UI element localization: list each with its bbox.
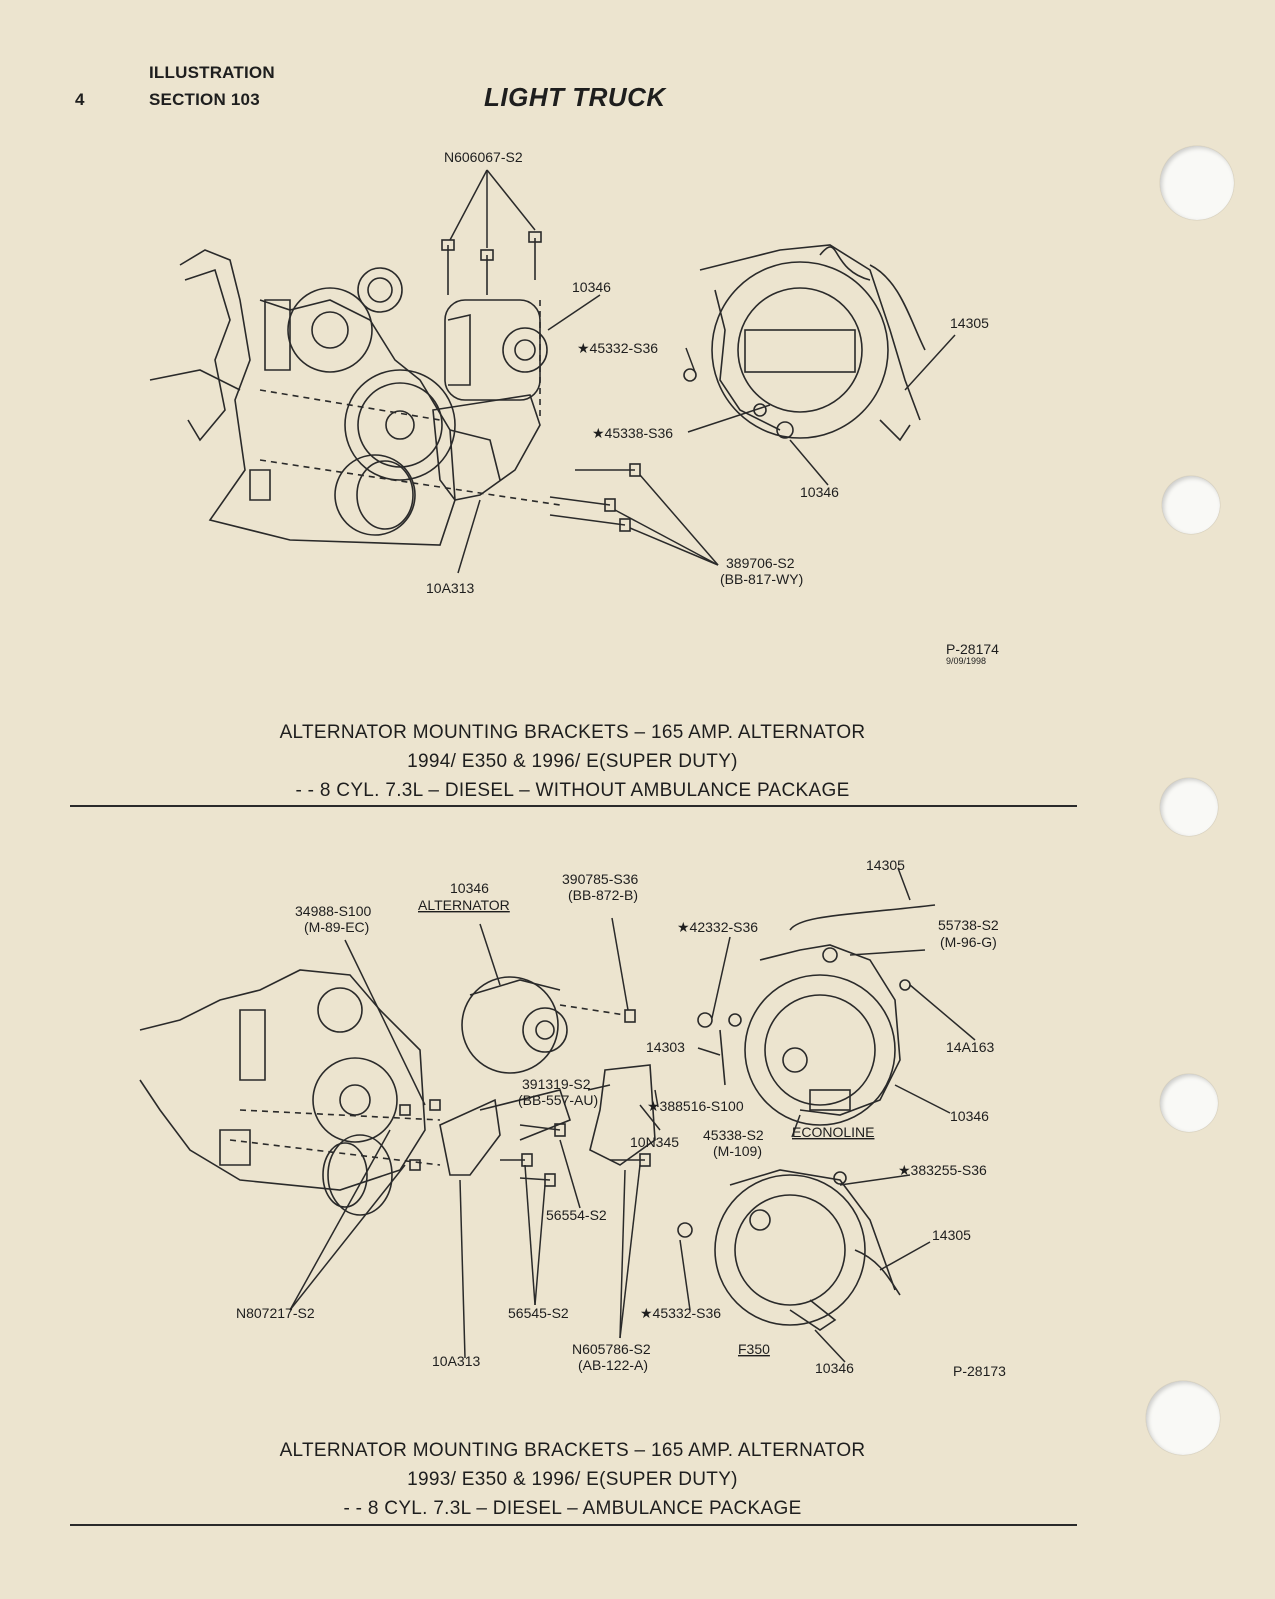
part-10A313: 10A313 [426, 580, 474, 596]
page-number: 4 [75, 90, 85, 109]
part-N807217-S2: N807217-S2 [236, 1305, 315, 1321]
part-14A163: 14A163 [946, 1039, 994, 1055]
part-10346-right: 10346 [950, 1108, 989, 1124]
part-N606067-S2: N606067-S2 [444, 149, 523, 165]
figure-1-caption-line-3: - - 8 CYL. 7.3L – DIESEL – WITHOUT AMBUL… [295, 780, 850, 801]
binder-hole-1 [1160, 146, 1234, 220]
section-label: SECTION 103 [149, 90, 260, 109]
part-45332-S36-lower: ★45332-S36 [640, 1305, 721, 1321]
part-42332-S36: ★42332-S36 [677, 919, 758, 935]
page-title: LIGHT TRUCK [484, 82, 666, 112]
figure-1-caption-line-1: ALTERNATOR MOUNTING BRACKETS – 165 AMP. … [279, 722, 866, 743]
binder-hole-3 [1160, 778, 1218, 836]
part-N605786-code: (AB-122-A) [578, 1357, 648, 1373]
part-10346-alternator: 10346 [450, 880, 489, 896]
part-45338-S2: 45338-S2 [703, 1127, 764, 1143]
part-389706-S2: 389706-S2 [726, 555, 795, 571]
part-391319-code: (BB-557-AU) [518, 1092, 598, 1108]
part-10346-bottom: 10346 [815, 1360, 854, 1376]
figure-2-caption-line-2: 1993/ E350 & 1996/ E(SUPER DUTY) [407, 1469, 738, 1490]
part-390785-code: (BB-872-B) [568, 887, 638, 903]
part-55738-code: (M-96-G) [940, 934, 997, 950]
figure-2-caption: ALTERNATOR MOUNTING BRACKETS – 165 AMP. … [70, 1436, 1075, 1523]
part-388516-S100: ★388516-S100 [647, 1098, 744, 1114]
figure-1-caption-line-2: 1994/ E350 & 1996/ E(SUPER DUTY) [407, 751, 738, 772]
part-14305-top: 14305 [866, 857, 905, 873]
part-34988-code: (M-89-EC) [304, 919, 369, 935]
part-14303: 14303 [646, 1039, 685, 1055]
figure-1-ref-code: P-28174 [946, 641, 999, 657]
part-10A313-lower: 10A313 [432, 1353, 480, 1369]
part-14305: 14305 [950, 315, 989, 331]
alternator-label: ALTERNATOR [418, 897, 510, 913]
part-10346-rear: 10346 [800, 484, 839, 500]
figure-1-leader-lines [449, 169, 956, 574]
binder-hole-2 [1162, 476, 1220, 534]
illustration-label: ILLUSTRATION [149, 63, 275, 82]
figure-2-ref-code: P-28173 [953, 1363, 1006, 1379]
part-56545-S2: 56545-S2 [508, 1305, 569, 1321]
binder-hole-5 [1146, 1381, 1220, 1455]
part-389706-code: (BB-817-WY) [720, 571, 803, 587]
figure-2-leader-lines [289, 867, 976, 1363]
part-55738-S2: 55738-S2 [938, 917, 999, 933]
econoline-label: ECONOLINE [792, 1124, 874, 1140]
figure-1-caption: ALTERNATOR MOUNTING BRACKETS – 165 AMP. … [70, 718, 1075, 805]
figure-2-engine-drawing [139, 904, 936, 1331]
part-14305-lower: 14305 [932, 1227, 971, 1243]
part-56554-S2: 56554-S2 [546, 1207, 607, 1223]
part-383255-S36: ★383255-S36 [898, 1162, 987, 1178]
part-10N345: 10N345 [630, 1134, 679, 1150]
part-45338-code: (M-109) [713, 1143, 762, 1159]
figure-1-engine-drawing [149, 231, 926, 546]
binder-hole-4 [1160, 1074, 1218, 1132]
part-45332-S36: ★45332-S36 [577, 340, 658, 356]
part-34988-S100: 34988-S100 [295, 903, 372, 919]
figure-1-ref-date: 9/09/1998 [946, 656, 986, 666]
figure-2-divider [70, 1524, 1077, 1526]
f350-label: F350 [738, 1341, 770, 1357]
part-N605786-S2: N605786-S2 [572, 1341, 651, 1357]
figure-2-caption-line-3: - - 8 CYL. 7.3L – DIESEL – AMBULANCE PAC… [343, 1498, 802, 1519]
figure-1-divider [70, 805, 1077, 807]
part-45338-S36: ★45338-S36 [592, 425, 673, 441]
part-390785-S36: 390785-S36 [562, 871, 639, 887]
part-391319-S2: 391319-S2 [522, 1076, 591, 1092]
part-10346-top: 10346 [572, 279, 611, 295]
figure-2-caption-line-1: ALTERNATOR MOUNTING BRACKETS – 165 AMP. … [279, 1440, 866, 1461]
